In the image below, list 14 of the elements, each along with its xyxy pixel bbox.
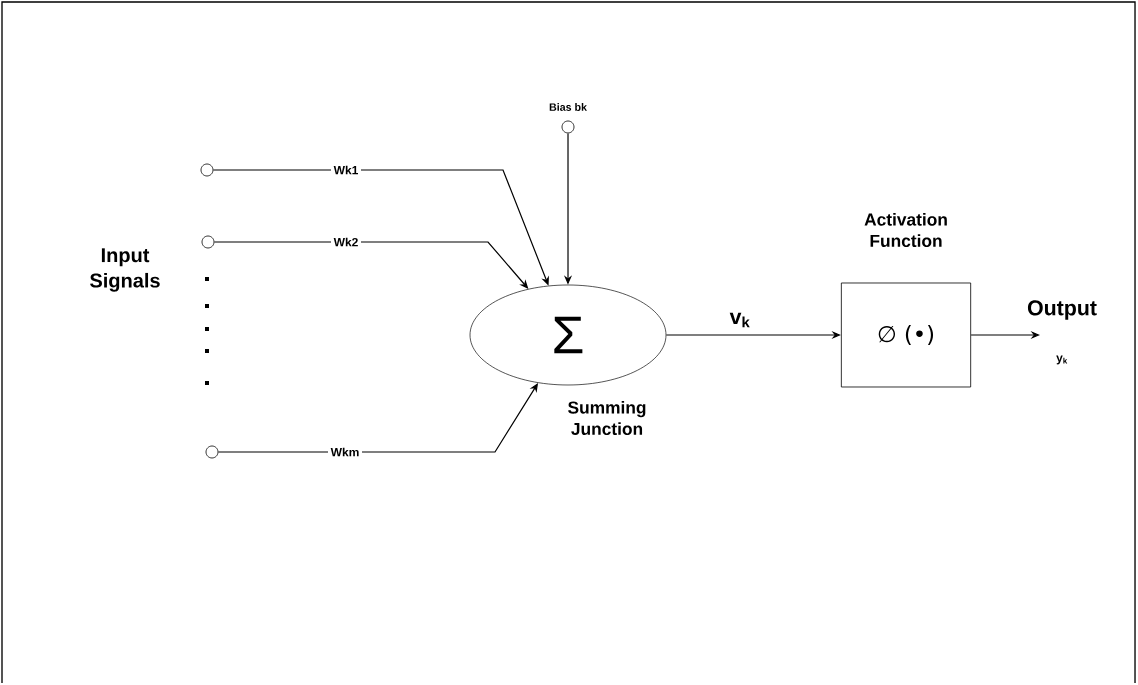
bias-label: Bias bk xyxy=(549,103,587,111)
edge-label: v$_{k}$ xyxy=(729,312,750,328)
output-label: Output xyxy=(1027,300,1097,320)
box-heading: Activation Function xyxy=(864,212,947,247)
edge-label: Wkm xyxy=(328,445,362,459)
input-terminal xyxy=(201,235,215,249)
activation-box: ∅ (•) xyxy=(840,282,972,388)
edge-label: Wk1 xyxy=(331,163,361,177)
output-symbol: y$_{k}$ xyxy=(1056,355,1068,365)
junction-caption: Summing Junction xyxy=(568,400,646,436)
input-terminal xyxy=(200,163,214,177)
input-terminal xyxy=(205,445,219,459)
edge-label: Wk2 xyxy=(331,235,361,249)
input-signals-label: Input Signals xyxy=(90,248,160,292)
